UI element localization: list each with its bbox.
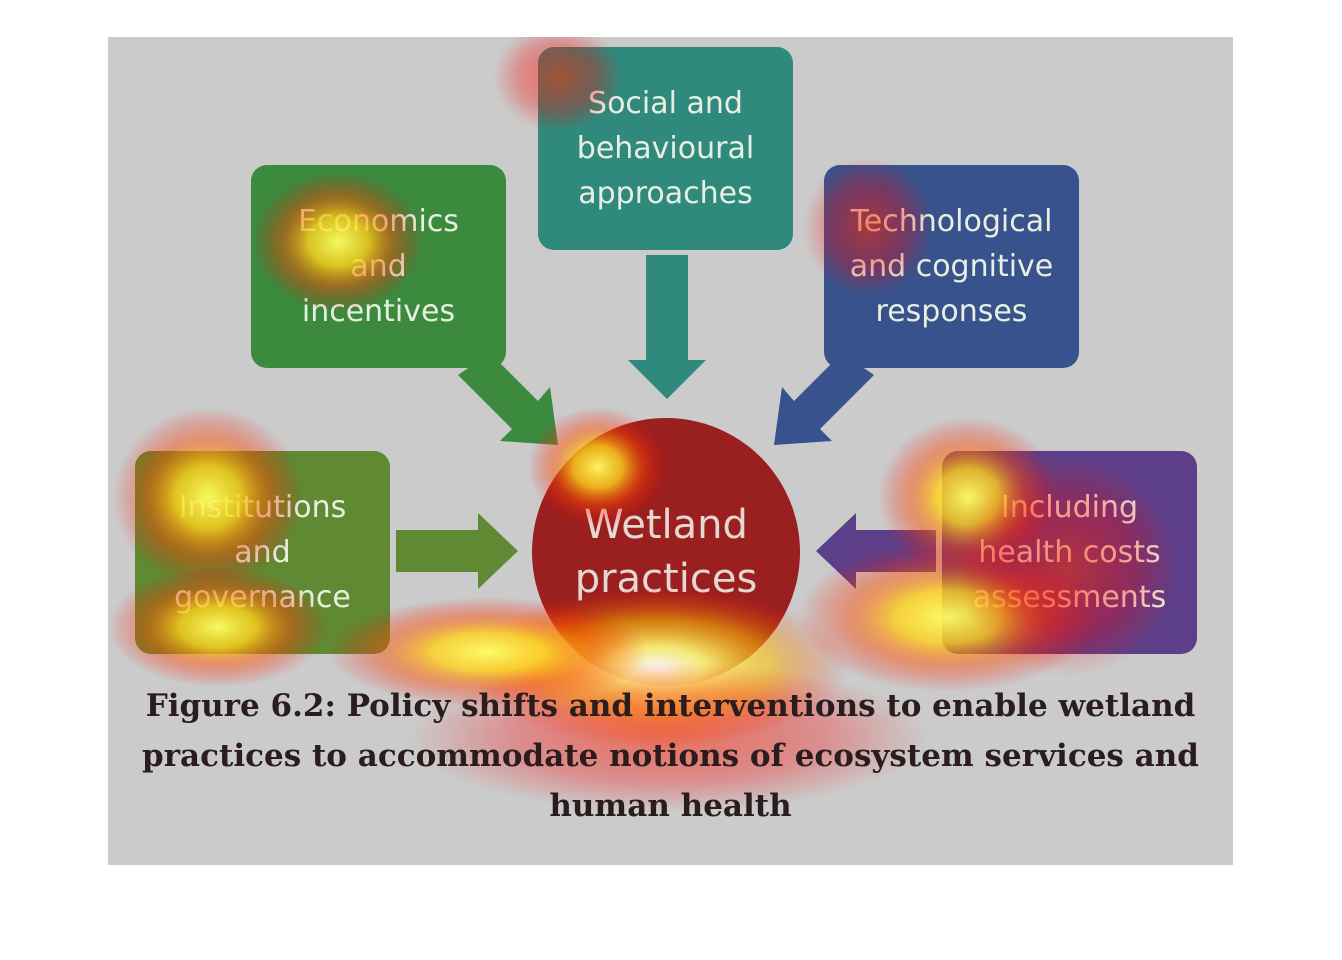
arrow-social-to-center <box>628 255 706 399</box>
center-wetland-practices: Wetland practices <box>532 418 800 686</box>
arrow-institutions-to-center <box>396 513 518 589</box>
box-social-label: Social and behavioural approaches <box>576 86 755 211</box>
box-technological-cognitive: Technological and cognitive responses <box>824 165 1079 368</box>
arrow-technological-to-center <box>774 353 874 445</box>
box-institutions-label: Institutions and governance <box>174 490 351 615</box>
figure-panel: Social and behavioural approaches Econom… <box>108 37 1233 865</box>
box-technological-label: Technological and cognitive responses <box>849 204 1054 329</box>
box-social-behavioural: Social and behavioural approaches <box>538 47 793 250</box>
center-label: Wetland practices <box>574 502 758 602</box>
arrow-health-to-center <box>816 513 936 589</box>
box-economics-label: Economics and incentives <box>298 204 459 329</box>
box-institutions-governance: Institutions and governance <box>135 451 390 654</box>
box-health-label: Including health costs assessments <box>972 490 1167 615</box>
box-economics-incentives: Economics and incentives <box>251 165 506 368</box>
box-health-costs: Including health costs assessments <box>942 451 1197 654</box>
figure-caption: Figure 6.2: Policy shifts and interventi… <box>142 688 1199 824</box>
